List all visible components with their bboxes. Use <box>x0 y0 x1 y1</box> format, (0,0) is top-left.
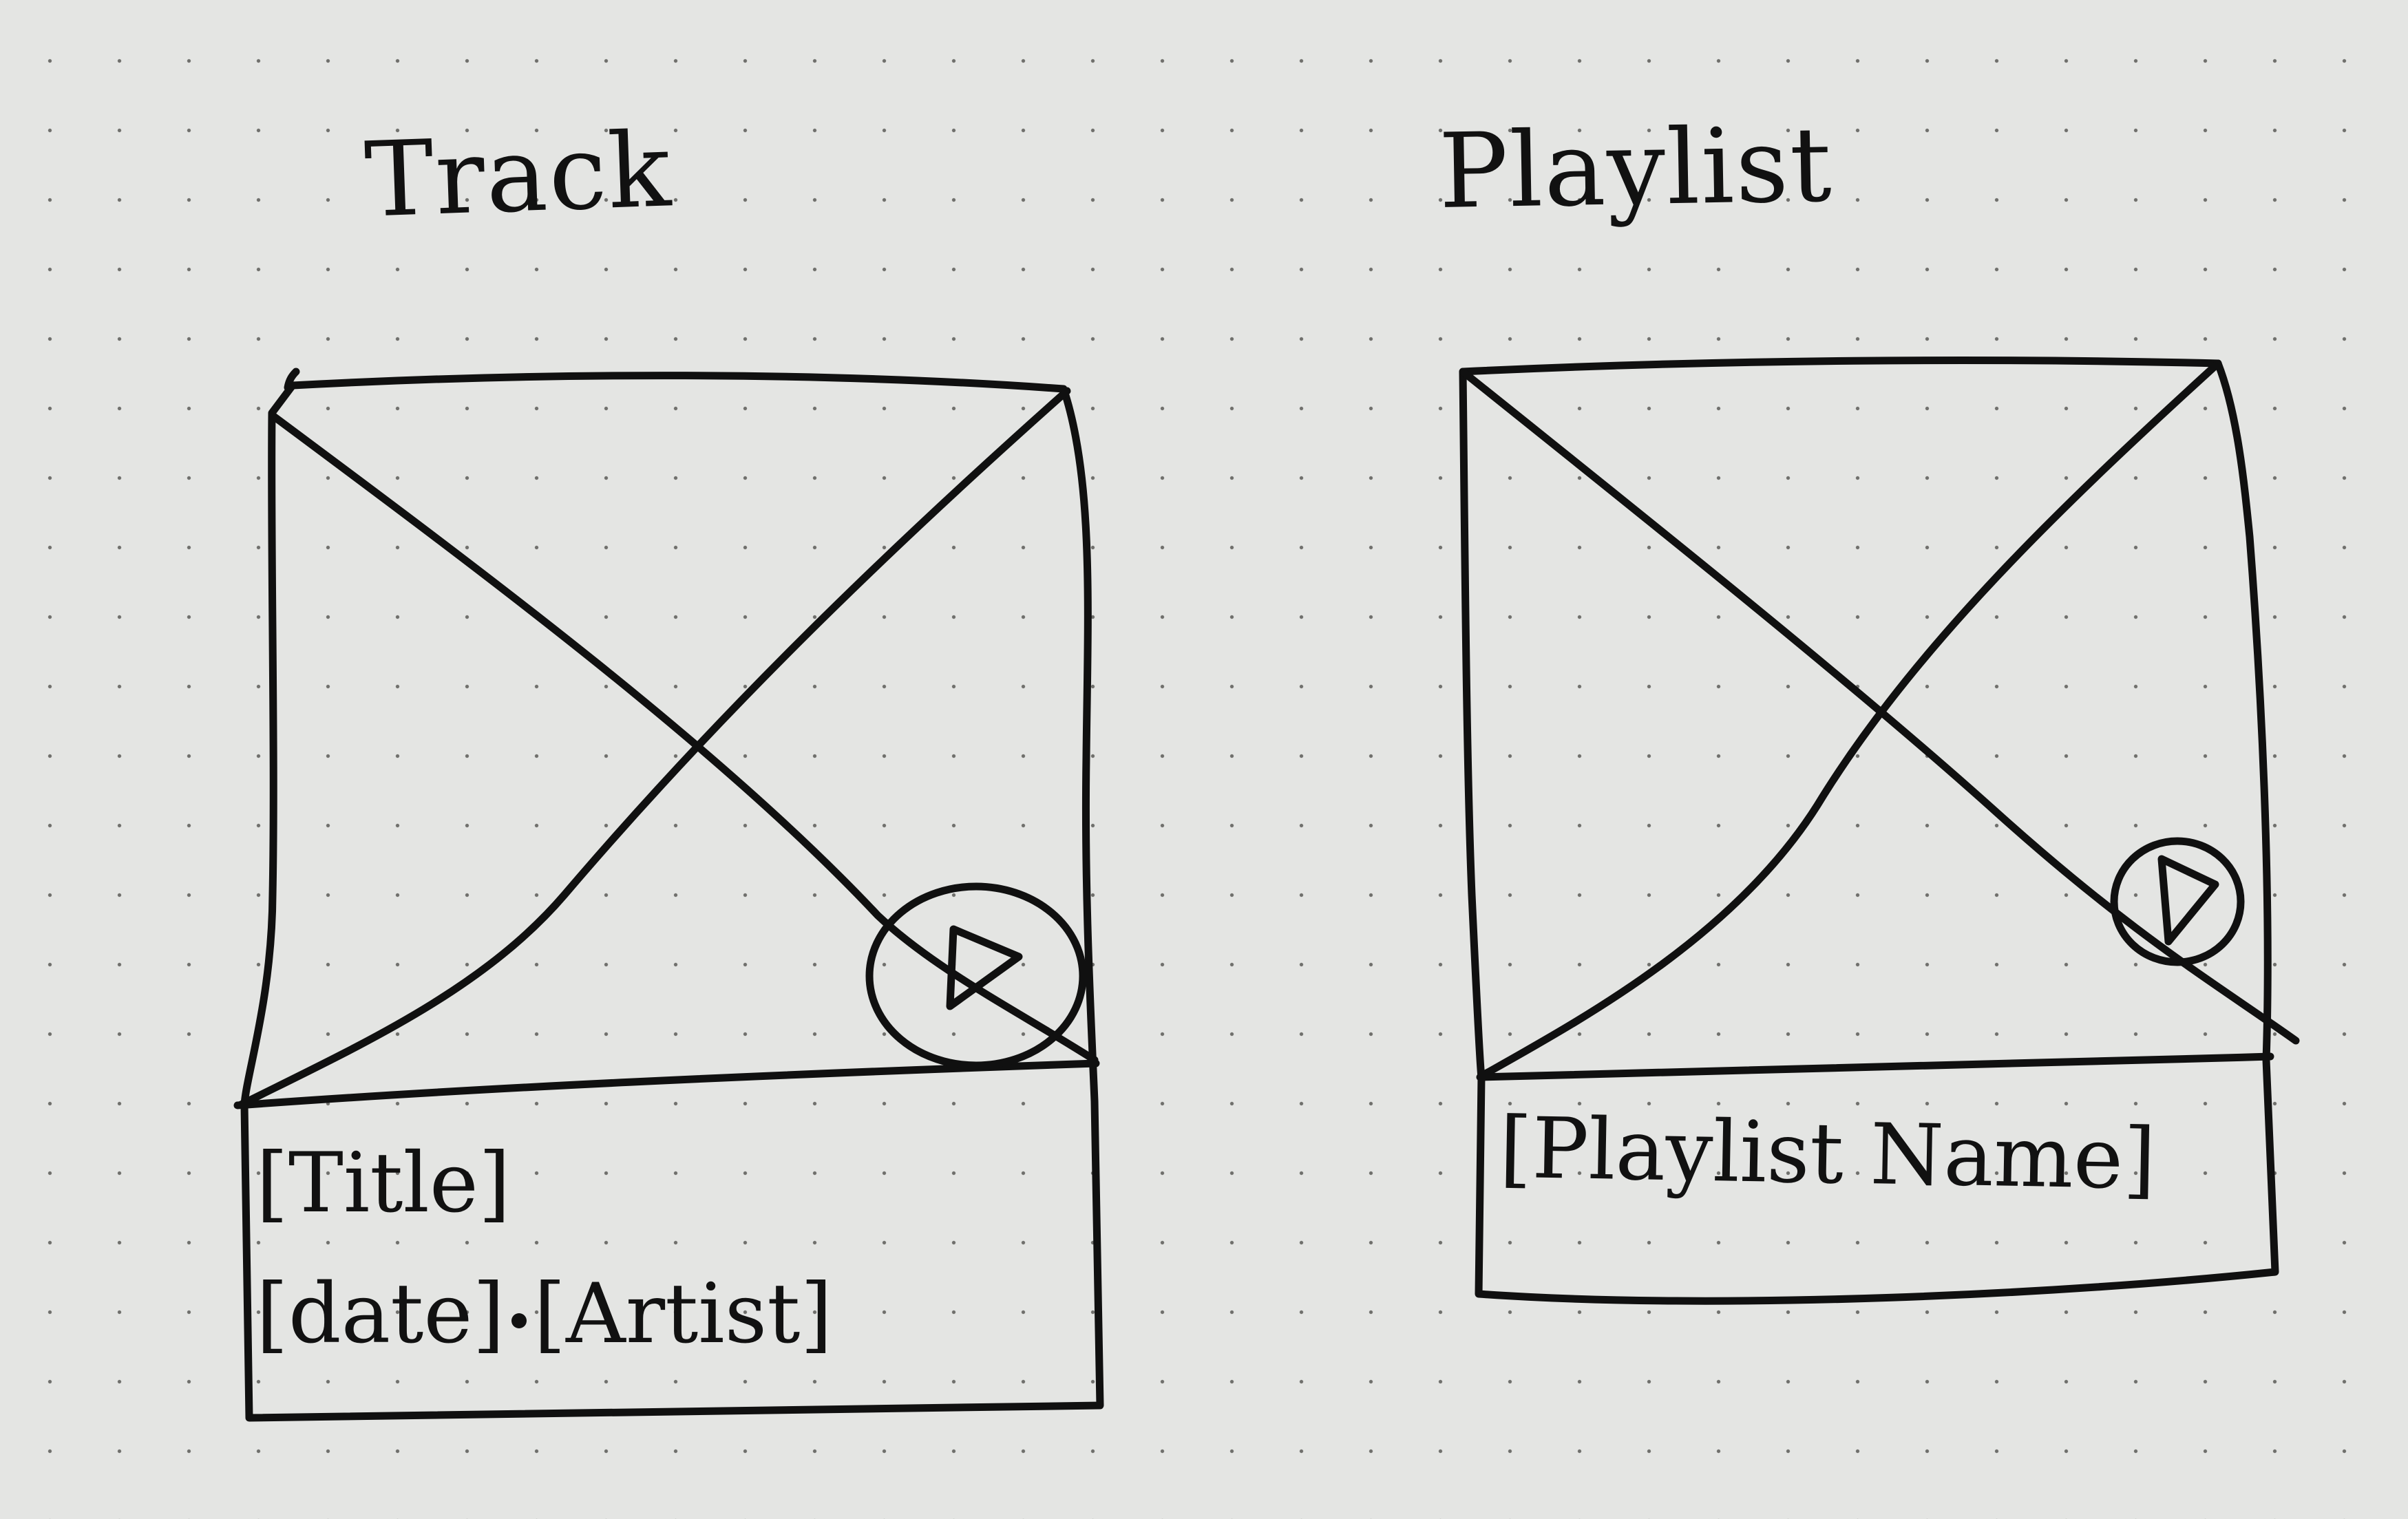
track-card-corner-tick <box>284 368 300 392</box>
track-image-cross-a <box>268 411 1099 1064</box>
playlist-card-divider <box>1476 1052 2274 1081</box>
track-play-circle <box>865 882 1087 1070</box>
track-card-divider <box>233 1059 1100 1109</box>
playlist-play-triangle <box>2157 855 2219 946</box>
track-image-cross-b <box>237 387 1071 1109</box>
track-play-triangle <box>946 925 1023 1010</box>
track-card-frame <box>240 372 1104 1422</box>
play-icon[interactable] <box>865 882 1087 1070</box>
playlist-card-frame <box>1459 357 2279 1305</box>
playlist-image-cross-b <box>1481 359 2222 1078</box>
playlist-image-cross-a <box>1459 368 2300 1045</box>
play-icon[interactable] <box>2110 837 2245 966</box>
track-artist-placeholder: [Artist] <box>534 1266 833 1362</box>
playlist-card[interactable] <box>1459 357 2300 1305</box>
image-placeholder-icon <box>237 387 1099 1109</box>
separator-dot <box>511 1313 527 1328</box>
track-title-placeholder: [Title] <box>256 1136 511 1231</box>
track-meta-line: [date][Artist] <box>256 1273 832 1356</box>
playlist-name-placeholder: [Playlist Name] <box>1498 1098 2157 1209</box>
image-placeholder-icon <box>1459 359 2300 1078</box>
playlist-play-circle <box>2110 837 2245 966</box>
track-date-placeholder: [date] <box>256 1266 505 1362</box>
track-card[interactable] <box>233 368 1104 1422</box>
